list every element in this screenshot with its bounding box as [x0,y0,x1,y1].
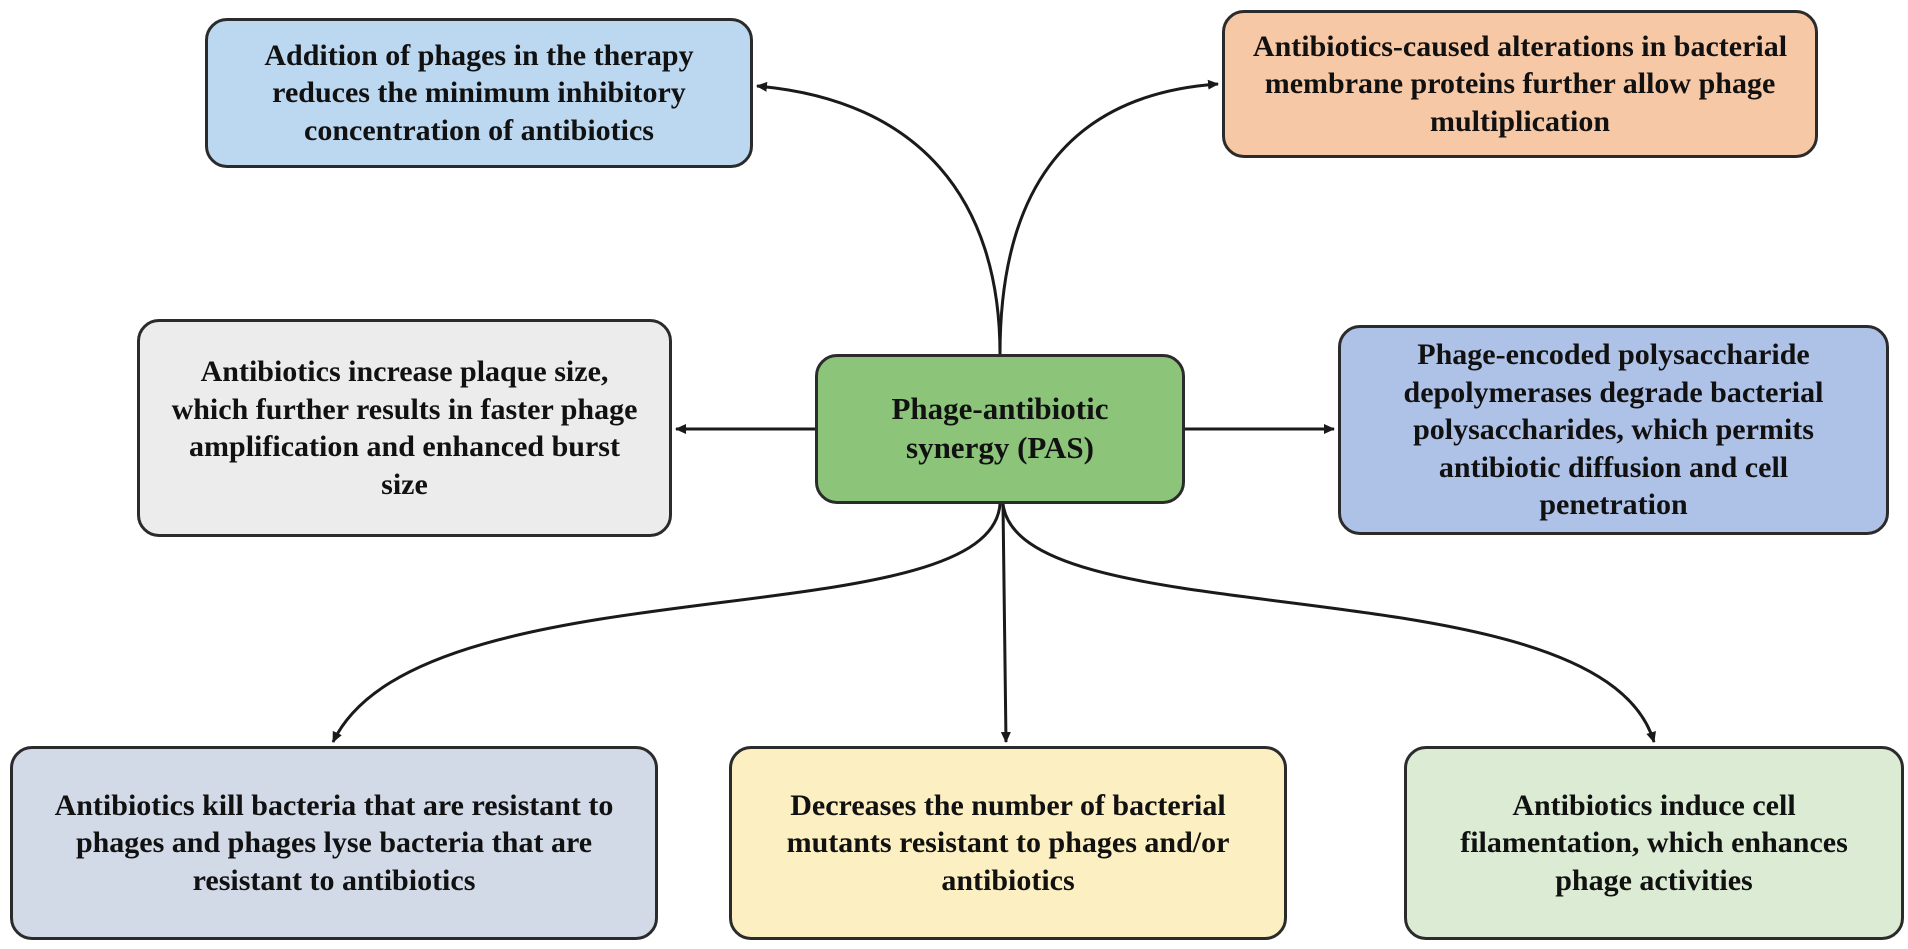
node-plaque-size: Antibiotics increase plaque size, which … [137,319,672,537]
node-center-pas-text: Phage-antibiotic synergy (PAS) [891,391,1109,465]
arrow-to-top-right [998,79,1219,355]
arrow-to-bottom-left [331,503,1002,743]
node-membrane-alterations: Antibiotics-caused alterations in bacter… [1222,10,1818,158]
node-mutual-killing: Antibiotics kill bacteria that are resis… [10,746,658,940]
node-depolymerases: Phage-encoded polysaccharide depolymeras… [1338,325,1889,535]
arrow-to-bottom-center [1000,503,1011,743]
node-depolymerases-text: Phage-encoded polysaccharide depolymeras… [1403,338,1824,522]
node-fewer-mutants-text: Decreases the number of bacterial mutant… [786,788,1230,897]
node-fewer-mutants: Decreases the number of bacterial mutant… [729,746,1287,940]
node-filamentation: Antibiotics induce cell filamentation, w… [1404,746,1904,940]
node-phage-reduces-mic-text: Addition of phages in the therapy reduce… [264,38,694,147]
node-center-pas: Phage-antibiotic synergy (PAS) [815,354,1185,504]
node-phage-reduces-mic: Addition of phages in the therapy reduce… [205,18,753,168]
node-mutual-killing-text: Antibiotics kill bacteria that are resis… [54,788,614,897]
node-membrane-alterations-text: Antibiotics-caused alterations in bacter… [1252,29,1788,138]
node-plaque-size-text: Antibiotics increase plaque size, which … [171,355,638,501]
node-filamentation-text: Antibiotics induce cell filamentation, w… [1460,788,1848,897]
arrow-to-top-left [756,81,1002,355]
arrow-to-bottom-right [1001,503,1656,743]
